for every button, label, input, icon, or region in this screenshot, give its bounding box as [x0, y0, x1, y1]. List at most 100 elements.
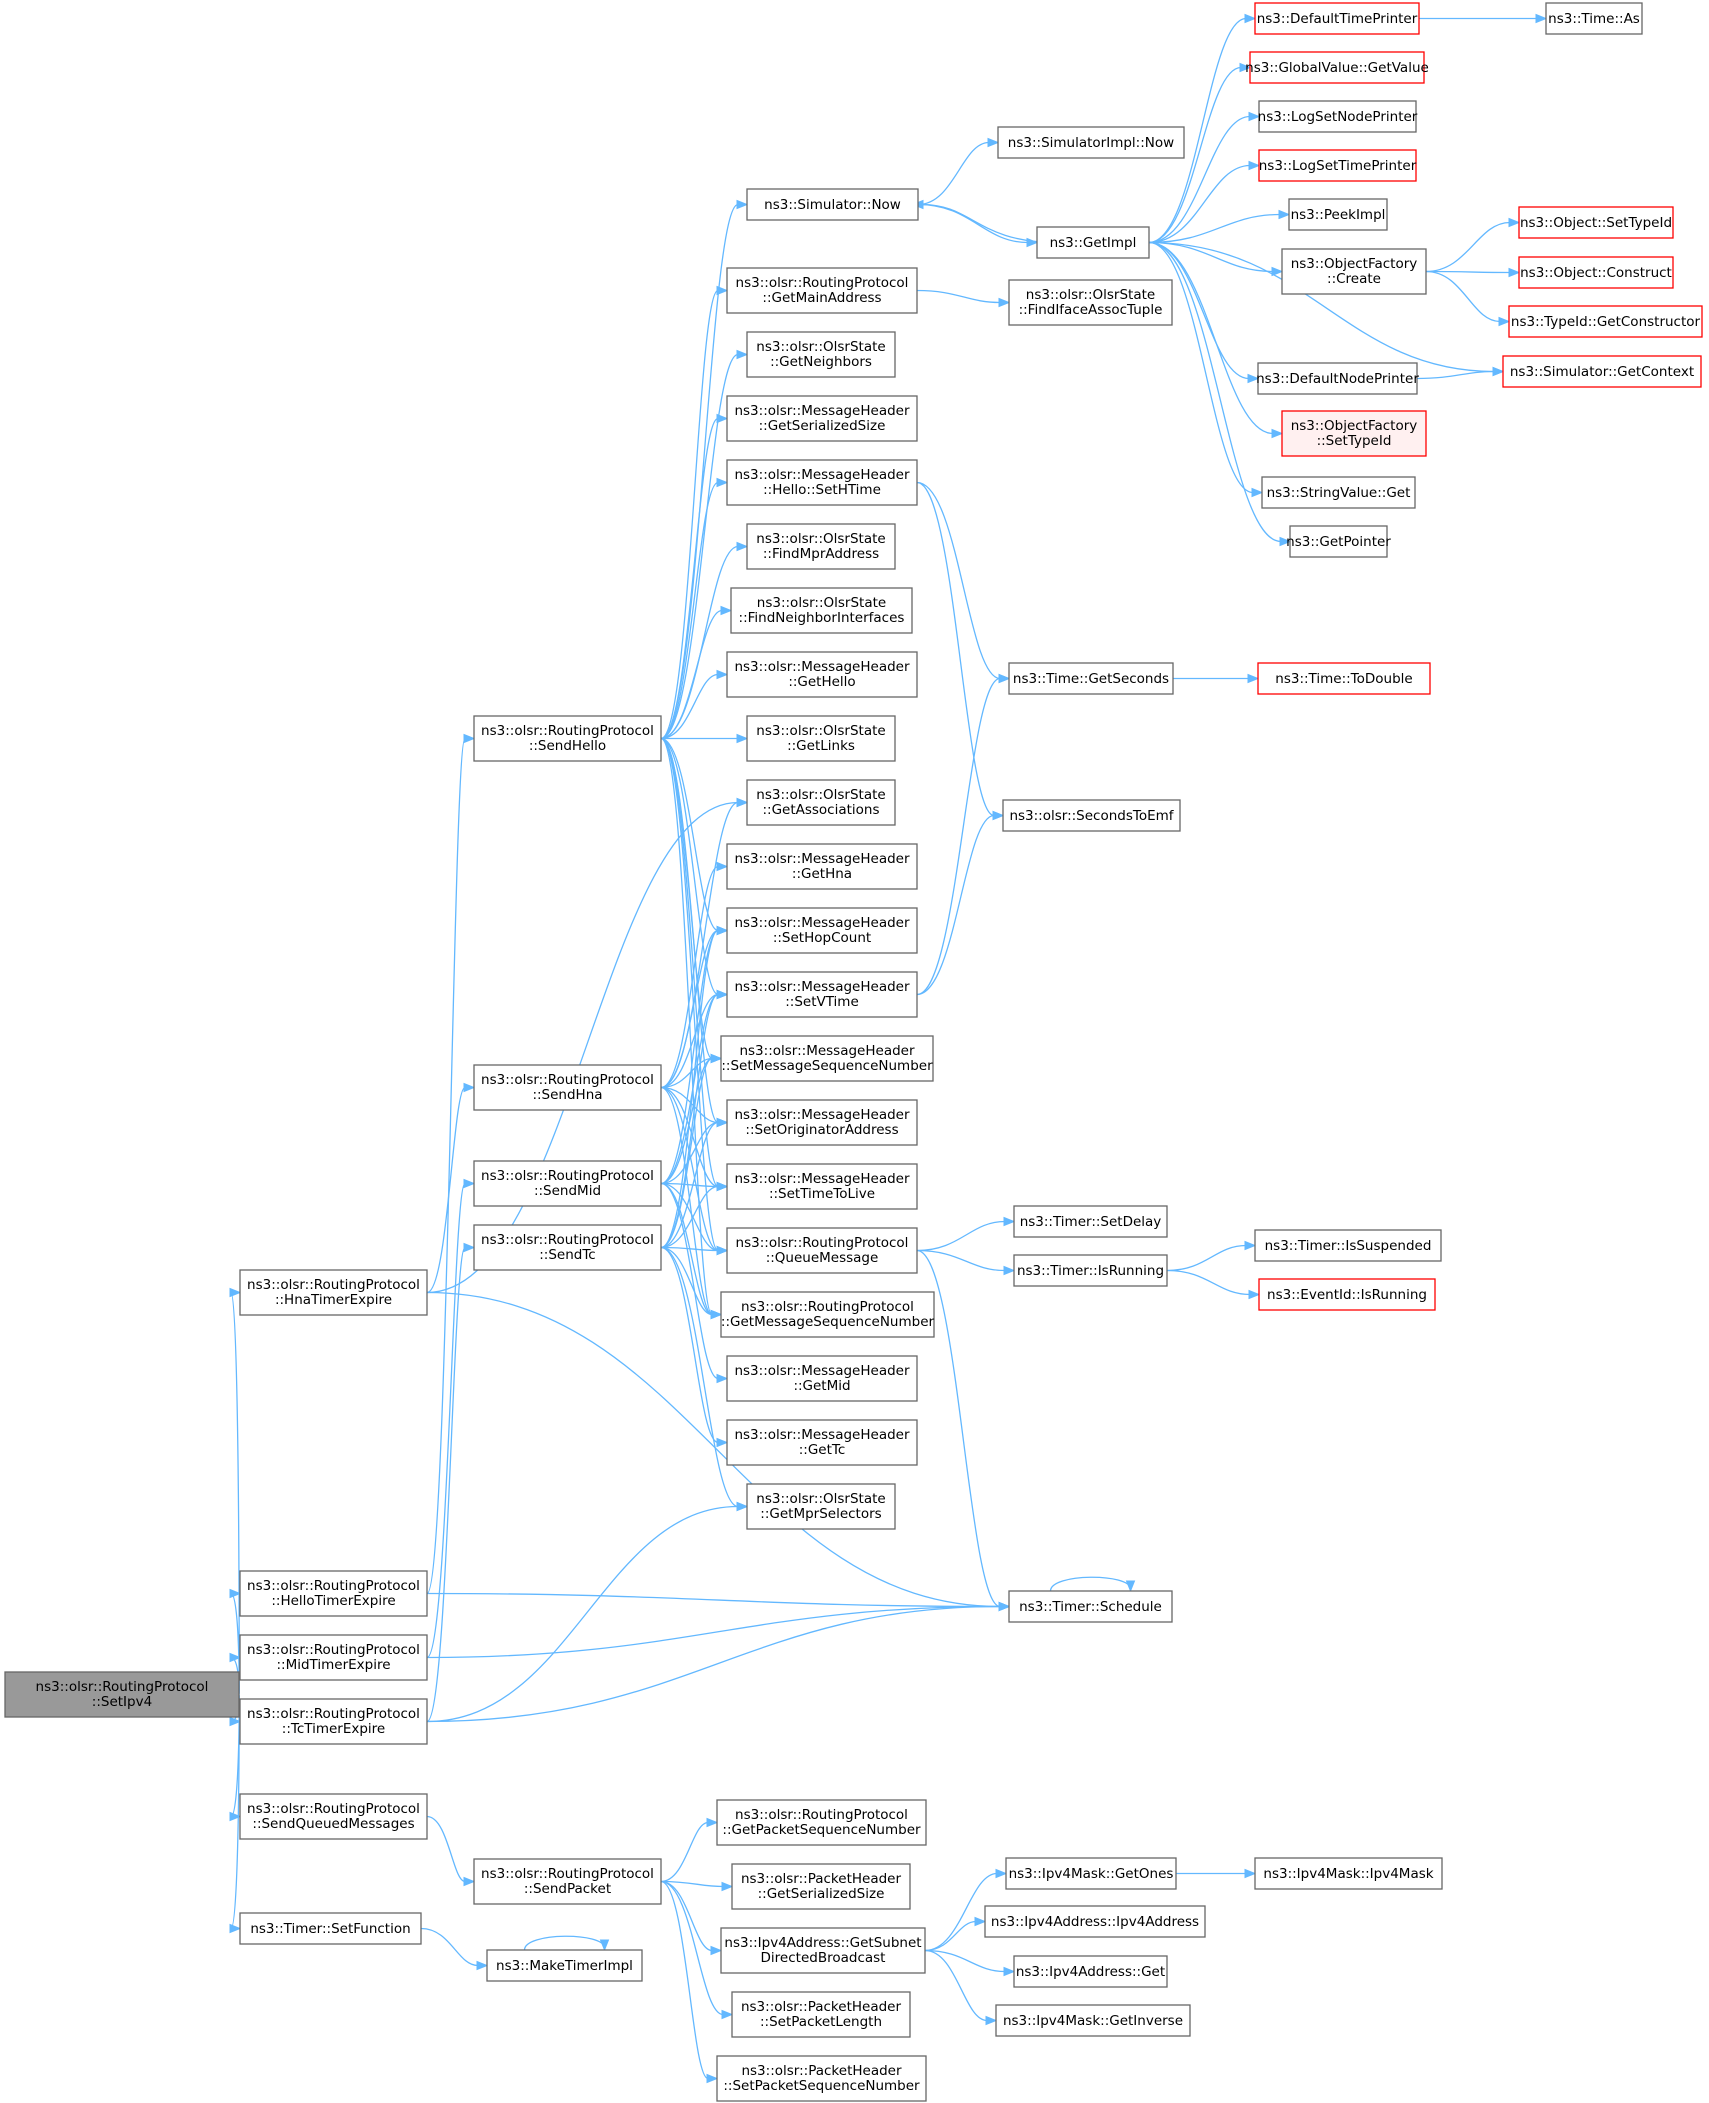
node-helloTE[interactable]: ns3::olsr::RoutingProtocol::HelloTimerEx… — [239, 1570, 428, 1617]
node-ipv4AddrGet[interactable]: ns3::Ipv4Address::Get — [1013, 1955, 1168, 1988]
node-schedule[interactable]: ns3::Timer::Schedule — [1008, 1590, 1173, 1623]
node-queueMessage[interactable]: ns3::olsr::RoutingProtocol::QueueMessage — [726, 1227, 918, 1274]
node-isSuspended[interactable]: ns3::Timer::IsSuspended — [1254, 1229, 1442, 1262]
node-midTE[interactable]: ns3::olsr::RoutingProtocol::MidTimerExpi… — [239, 1634, 428, 1681]
node-setHopCount[interactable]: ns3::olsr::MessageHeader::SetHopCount — [726, 907, 918, 954]
edge-arrowhead — [1271, 266, 1284, 277]
edge-arrowhead — [736, 199, 749, 210]
node-defaultNodePrinter[interactable]: ns3::DefaultNodePrinter — [1256, 362, 1419, 395]
node-getMainAddress[interactable]: ns3::olsr::RoutingProtocol::GetMainAddre… — [726, 267, 918, 314]
edge-getImpl-to-logSetNodePrinter — [1148, 115, 1251, 244]
node-label: ::GetLinks — [787, 738, 855, 754]
edge-tcTE-to-schedule — [426, 1605, 1001, 1723]
node-setHTime[interactable]: ns3::olsr::MessageHeader::Hello::SetHTim… — [726, 459, 918, 506]
node-label: ns3::olsr::MessageHeader — [734, 979, 910, 995]
node-getSubnetBcast[interactable]: ns3::Ipv4Address::GetSubnetDirectedBroad… — [720, 1927, 926, 1974]
node-box — [1036, 226, 1150, 259]
node-label: ns3::Timer::SetDelay — [1020, 1214, 1162, 1230]
node-setVTime[interactable]: ns3::olsr::MessageHeader::SetVTime — [726, 971, 918, 1018]
node-defaultTimePrinter[interactable]: ns3::DefaultTimePrinter — [1254, 2, 1420, 35]
node-secondsToEmf[interactable]: ns3::olsr::SecondsToEmf — [1002, 799, 1181, 832]
node-sendHello[interactable]: ns3::olsr::RoutingProtocol::SendHello — [473, 715, 662, 762]
node-getOnes[interactable]: ns3::Ipv4Mask::GetOnes — [1005, 1857, 1177, 1890]
node-setMsgSeq[interactable]: ns3::olsr::MessageHeader::SetMessageSequ… — [720, 1035, 934, 1082]
node-logSetNodePrinter[interactable]: ns3::LogSetNodePrinter — [1258, 100, 1418, 133]
node-getLinks[interactable]: ns3::olsr::OlsrState::GetLinks — [746, 715, 896, 762]
node-root[interactable]: ns3::olsr::RoutingProtocol::SetIpv4 — [4, 1671, 240, 1718]
node-tcTE[interactable]: ns3::olsr::RoutingProtocol::TcTimerExpir… — [239, 1698, 428, 1745]
node-simImplNow[interactable]: ns3::SimulatorImpl::Now — [997, 126, 1185, 159]
node-label: ::SetPacketLength — [760, 2014, 882, 2030]
node-label: ns3::olsr::OlsrState — [756, 723, 885, 739]
node-simNow[interactable]: ns3::Simulator::Now — [746, 188, 919, 221]
edge-sendHna-to-getHna — [660, 865, 719, 1089]
node-sendPacket[interactable]: ns3::olsr::RoutingProtocol::SendPacket — [473, 1858, 662, 1905]
node-getInverse[interactable]: ns3::Ipv4Mask::GetInverse — [995, 2004, 1191, 2037]
edge-midTE-to-sendMid — [426, 1182, 466, 1659]
node-isRunning[interactable]: ns3::Timer::IsRunning — [1013, 1254, 1168, 1287]
edge-arrowhead — [1492, 366, 1505, 377]
node-setOrigAddr[interactable]: ns3::olsr::MessageHeader::SetOriginatorA… — [726, 1099, 918, 1146]
node-getTc[interactable]: ns3::olsr::MessageHeader::GetTc — [726, 1419, 918, 1466]
node-box — [995, 2004, 1191, 2037]
node-setFunction[interactable]: ns3::Timer::SetFunction — [239, 1912, 422, 1945]
node-timeToDouble[interactable]: ns3::Time::ToDouble — [1257, 662, 1431, 695]
node-logSetTimePrinter[interactable]: ns3::LogSetTimePrinter — [1258, 149, 1417, 182]
node-objFactoryCreate[interactable]: ns3::ObjectFactory::Create — [1281, 248, 1427, 295]
node-getSerializedSizeMH[interactable]: ns3::olsr::MessageHeader::GetSerializedS… — [726, 395, 918, 442]
node-label: ::SetPacketSequenceNumber — [723, 2078, 920, 2094]
node-getHello[interactable]: ns3::olsr::MessageHeader::GetHello — [726, 651, 918, 698]
edge-arrowhead — [1247, 673, 1260, 684]
node-setDelay[interactable]: ns3::Timer::SetDelay — [1013, 1205, 1168, 1238]
node-label: ns3::olsr::RoutingProtocol — [481, 1072, 654, 1088]
node-label: ns3::olsr::RoutingProtocol — [247, 1642, 420, 1658]
node-sendMid[interactable]: ns3::olsr::RoutingProtocol::SendMid — [473, 1160, 662, 1207]
node-timeAs[interactable]: ns3::Time::As — [1545, 2, 1643, 35]
node-findIfaceAssoc[interactable]: ns3::olsr::OlsrState::FindIfaceAssocTupl… — [1008, 279, 1173, 326]
edge-arrowhead — [1244, 1868, 1257, 1879]
node-setPacketLength[interactable]: ns3::olsr::PacketHeader::SetPacketLength — [731, 1991, 911, 2038]
node-simGetContext[interactable]: ns3::Simulator::GetContext — [1502, 355, 1702, 388]
node-findMprAddress[interactable]: ns3::olsr::OlsrState::FindMprAddress — [746, 523, 896, 570]
node-label: ns3::olsr::RoutingProtocol — [481, 1168, 654, 1184]
node-box — [716, 1799, 927, 1846]
node-getMid[interactable]: ns3::olsr::MessageHeader::GetMid — [726, 1355, 918, 1402]
node-setPacketSeq[interactable]: ns3::olsr::PacketHeader::SetPacketSequen… — [716, 2055, 927, 2102]
node-peekImpl[interactable]: ns3::PeekImpl — [1288, 198, 1388, 231]
node-getPointer[interactable]: ns3::GetPointer — [1286, 525, 1391, 558]
node-typeIdGetCtor[interactable]: ns3::TypeId::GetConstructor — [1508, 305, 1703, 338]
node-box — [1002, 799, 1181, 832]
node-sendQueued[interactable]: ns3::olsr::RoutingProtocol::SendQueuedMe… — [239, 1793, 428, 1840]
node-globalValueGet[interactable]: ns3::GlobalValue::GetValue — [1245, 51, 1429, 84]
node-getHna[interactable]: ns3::olsr::MessageHeader::GetHna — [726, 843, 918, 890]
node-label: ns3::olsr::MessageHeader — [734, 467, 910, 483]
node-ipv4AddrCtor[interactable]: ns3::Ipv4Address::Ipv4Address — [984, 1905, 1206, 1938]
node-setTTL[interactable]: ns3::olsr::MessageHeader::SetTimeToLive — [726, 1163, 918, 1210]
node-sendTc[interactable]: ns3::olsr::RoutingProtocol::SendTc — [473, 1224, 662, 1271]
edge-arrowhead — [736, 349, 749, 360]
node-sendHna[interactable]: ns3::olsr::RoutingProtocol::SendHna — [473, 1064, 662, 1111]
node-getSeconds[interactable]: ns3::Time::GetSeconds — [1008, 662, 1174, 695]
node-label: ::FindMprAddress — [763, 546, 879, 562]
node-label: ::FindIfaceAssocTuple — [1019, 302, 1163, 318]
node-eventIdIsRunning[interactable]: ns3::EventId::IsRunning — [1258, 1278, 1436, 1311]
node-box — [1249, 51, 1425, 84]
node-getMprSelectors[interactable]: ns3::olsr::OlsrState::GetMprSelectors — [746, 1483, 896, 1530]
node-getNeighbors[interactable]: ns3::olsr::OlsrState::GetNeighbors — [746, 331, 896, 378]
node-makeTimerImpl[interactable]: ns3::MakeTimerImpl — [486, 1949, 643, 1982]
node-hnaTE[interactable]: ns3::olsr::RoutingProtocol::HnaTimerExpi… — [239, 1269, 428, 1316]
node-getPacketSeq[interactable]: ns3::olsr::RoutingProtocol::GetPacketSeq… — [716, 1799, 927, 1846]
node-stringValueGet[interactable]: ns3::StringValue::Get — [1261, 476, 1416, 509]
node-getAssociations[interactable]: ns3::olsr::OlsrState::GetAssociations — [746, 779, 896, 826]
edge-arrowhead — [710, 1053, 723, 1064]
node-objConstruct[interactable]: ns3::Object::Construct — [1518, 256, 1674, 289]
node-objFactorySetTypeId[interactable]: ns3::ObjectFactory::SetTypeId — [1281, 410, 1427, 457]
edge-arrowhead — [1248, 160, 1261, 171]
node-getImpl[interactable]: ns3::GetImpl — [1036, 226, 1150, 259]
node-label: ns3::olsr::OlsrState — [757, 595, 886, 611]
node-ipv4MaskCtor[interactable]: ns3::Ipv4Mask::Ipv4Mask — [1254, 1857, 1443, 1890]
node-getSerializedSizePH[interactable]: ns3::olsr::PacketHeader::GetSerializedSi… — [731, 1863, 911, 1910]
node-findNeighborIf[interactable]: ns3::olsr::OlsrState::FindNeighborInterf… — [730, 587, 913, 634]
node-objSetTypeId[interactable]: ns3::Object::SetTypeId — [1518, 206, 1674, 239]
node-getMsgSeq[interactable]: ns3::olsr::RoutingProtocol::GetMessageSe… — [720, 1291, 935, 1338]
